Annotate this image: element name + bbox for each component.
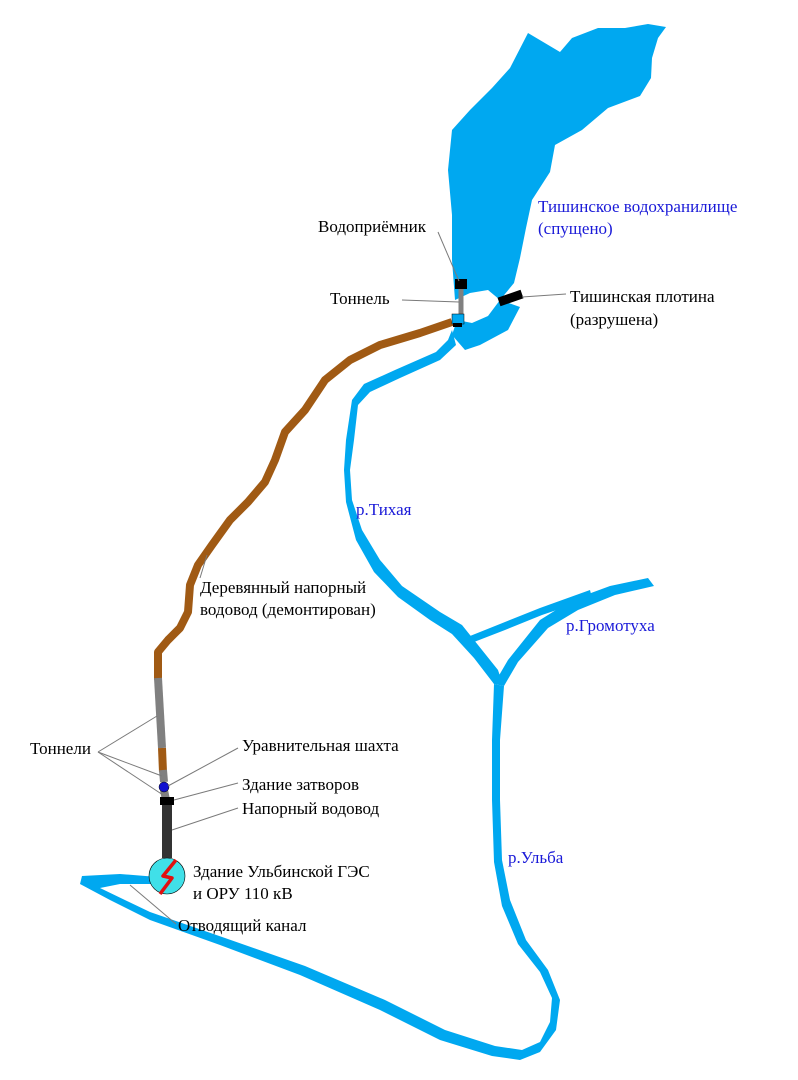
leader-gate-house	[173, 782, 239, 801]
reservoir-label-line2: (спущено)	[538, 219, 613, 238]
river-tikhaya-label: р.Тихая	[356, 500, 412, 519]
tishinskaya-dam	[497, 289, 524, 307]
tunnels-label: Тоннели	[30, 739, 91, 758]
wood-pipe-label-line2: водовод (демонтирован)	[200, 600, 376, 619]
leader-intake	[437, 231, 460, 282]
intake-label: Водоприёмник	[318, 217, 427, 236]
river-ulba-label: р.Ульба	[508, 848, 564, 867]
lower-tunnel-2	[159, 769, 168, 783]
leader-tailrace	[129, 884, 177, 925]
leader-wood-pipe	[199, 554, 208, 579]
gate-house	[160, 797, 174, 805]
upper-tunnel-portal	[451, 313, 465, 325]
upper-tunnel-gate	[453, 323, 462, 327]
reservoir-label-line1: Тишинское водохранилище	[538, 197, 737, 216]
river-tikhaya	[344, 330, 502, 684]
lightning-bolt-icon	[158, 858, 178, 896]
gate-house-label: Здание затворов	[242, 775, 359, 794]
river-gromotukha-branch	[470, 590, 592, 642]
surge-shaft-label: Уравнительная шахта	[242, 736, 399, 755]
river-gromotukha-label: р.Громотуха	[566, 616, 655, 635]
plant-label-line1: Здание Ульбинской ГЭС	[193, 862, 370, 881]
penstock-label: Напорный водовод	[242, 799, 380, 818]
leader-tunnels-1	[97, 715, 158, 753]
leader-dam	[521, 293, 567, 298]
lower-pipe-segment	[158, 747, 167, 773]
wooden-penstock	[154, 318, 454, 680]
leader-surge-shaft	[167, 747, 239, 787]
tailrace-label: Отводящий канал	[178, 916, 307, 935]
leader-tunnels-2	[97, 751, 163, 777]
surge-shaft	[158, 781, 170, 793]
wood-pipe-label-line1: Деревянный напорный	[200, 578, 366, 597]
leader-penstock	[171, 807, 239, 831]
leader-tunnels-3	[97, 751, 164, 796]
tunnel-top-label: Тоннель	[330, 289, 390, 308]
plant-label-line2: и ОРУ 110 кВ	[193, 884, 293, 903]
lower-tunnel-1	[154, 677, 166, 749]
dam-label-line2: (разрушена)	[570, 310, 658, 329]
spillway-channel	[452, 300, 520, 350]
dam-label-line1: Тишинская плотина	[570, 287, 715, 306]
leader-tunnel-top	[401, 299, 460, 303]
reservoir	[448, 24, 666, 300]
intake	[455, 279, 467, 289]
